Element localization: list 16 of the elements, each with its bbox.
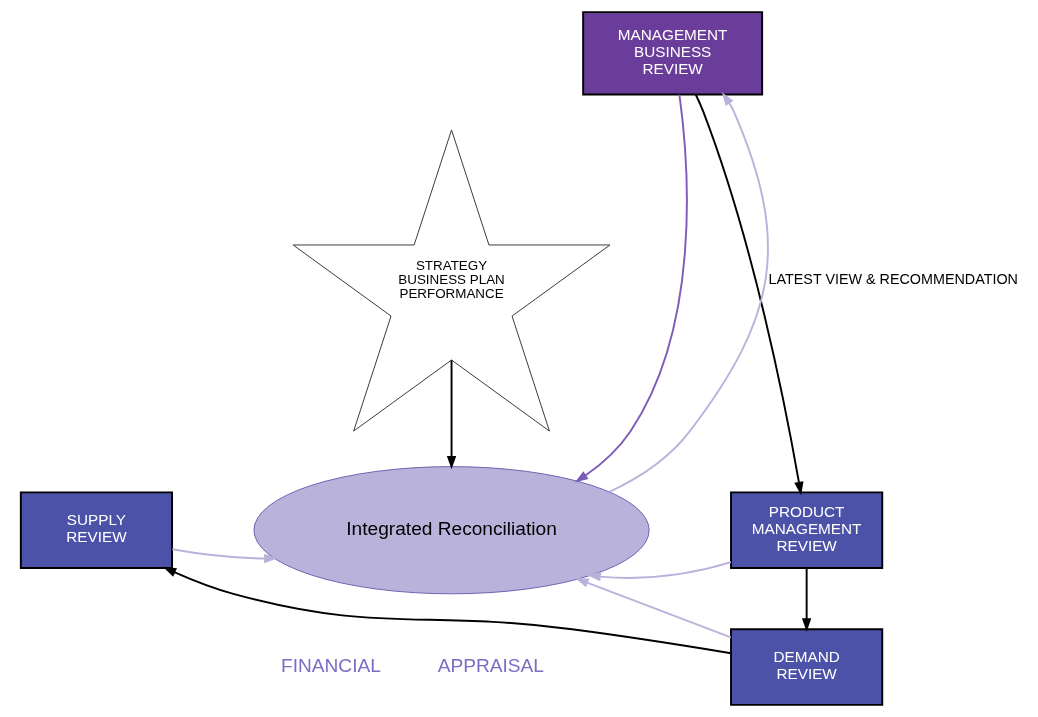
arrow [574,578,732,639]
node-box: MANAGEMENT BUSINESS REVIEW [581,11,763,96]
arrow [607,92,769,493]
arrow [170,548,277,564]
node-box: DEMAND REVIEW [729,628,883,706]
arrow [586,561,732,582]
node-ellipse: Integrated Reconciliation [252,466,650,595]
arrow [801,567,811,632]
node-box: PRODUCT MANAGEMENT REVIEW [729,491,883,569]
label: FINANCIAL [280,654,381,676]
arrow [162,566,732,655]
arrow [694,93,803,496]
edge-label: LATEST VIEW & RECOMMENDATION [768,270,1018,287]
label: APPRAISAL [437,654,544,676]
node-box: SUPPLY REVIEW [19,491,173,569]
arrow [574,93,688,483]
